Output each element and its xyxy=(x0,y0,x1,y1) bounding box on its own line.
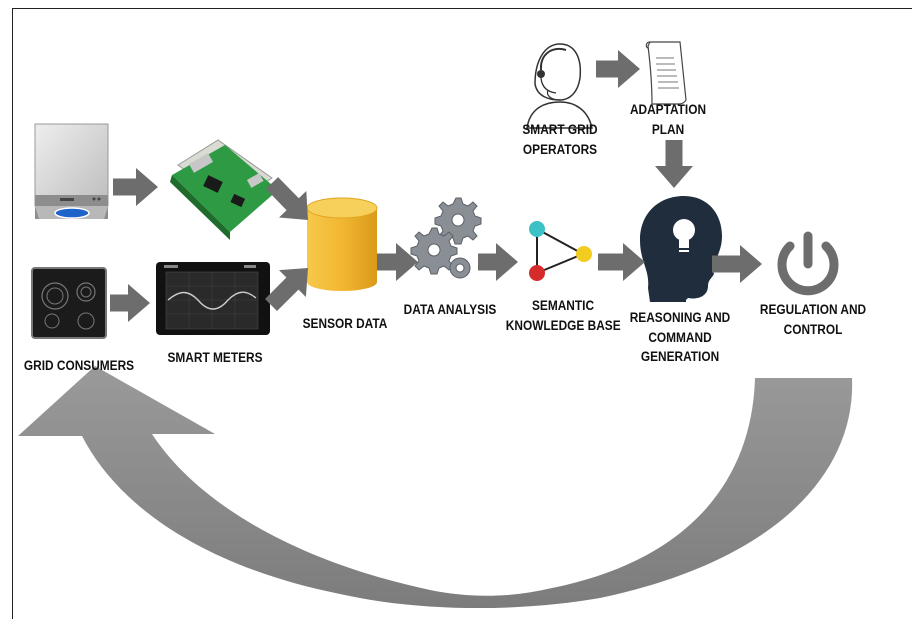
label-operators-line1: SMART GRID xyxy=(522,122,598,137)
arrow-db-to-analysis xyxy=(377,243,418,281)
cooktop-icon xyxy=(31,267,107,339)
label-grid-consumers: GRID CONSUMERS xyxy=(23,358,135,373)
arrow-board-to-db xyxy=(265,177,308,220)
label-regulation-line1: REGULATION AND xyxy=(759,302,867,317)
arrow-washer-to-board xyxy=(113,168,158,206)
label-data-analysis: DATA ANALYSIS xyxy=(403,302,497,317)
label-reasoning-command-generation: REASONING AND COMMAND GENERATION xyxy=(627,308,733,367)
database-icon xyxy=(306,197,378,291)
arrow-cooktop-to-meter xyxy=(110,284,150,322)
arrow-analysis-to-kb xyxy=(478,243,518,281)
arrow-kb-to-reasoning xyxy=(598,243,645,281)
label-adaptation-line2: PLAN xyxy=(651,121,685,137)
label-semantic-knowledge-base: SEMANTIC KNOWLEDGE BASE xyxy=(505,296,621,335)
label-reasoning-line3: GENERATION xyxy=(640,349,720,365)
feedback-arc-arrow xyxy=(18,366,853,609)
label-adaptation-plan: ADAPTATION PLAN xyxy=(620,100,717,139)
label-reasoning-line1: REASONING AND xyxy=(629,310,731,325)
smart-meter-icon xyxy=(156,262,270,335)
head-lightbulb-icon xyxy=(640,196,722,302)
arrow-plan-to-reasoning xyxy=(655,140,693,188)
label-reasoning-line2: COMMAND xyxy=(648,329,712,345)
arrow-operator-to-plan xyxy=(596,50,640,88)
label-semantic-line2: KNOWLEDGE BASE xyxy=(505,317,621,333)
label-sensor-data: SENSOR DATA xyxy=(302,316,388,331)
diagram-frame xyxy=(12,8,912,619)
label-smart-grid-operators: SMART GRID OPERATORS xyxy=(512,120,609,159)
label-regulation-control: REGULATION AND CONTROL xyxy=(756,300,870,339)
label-smart-meters: SMART METERS xyxy=(167,350,263,365)
knowledge-graph-icon xyxy=(529,221,592,281)
label-semantic-line1: SEMANTIC xyxy=(531,298,595,313)
label-adaptation-line1: ADAPTATION xyxy=(629,102,707,117)
label-regulation-line2: CONTROL xyxy=(783,321,843,337)
washing-machine-icon xyxy=(34,123,109,219)
arrow-meter-to-db xyxy=(265,268,308,311)
document-icon xyxy=(645,41,687,105)
gears-icon xyxy=(410,197,482,279)
operator-headset-icon xyxy=(526,43,593,129)
circuit-board-icon xyxy=(170,139,278,240)
label-operators-line2: OPERATORS xyxy=(522,141,598,157)
flow-arrows xyxy=(110,50,762,322)
power-icon xyxy=(777,231,839,296)
arrow-reasoning-to-control xyxy=(712,245,762,283)
